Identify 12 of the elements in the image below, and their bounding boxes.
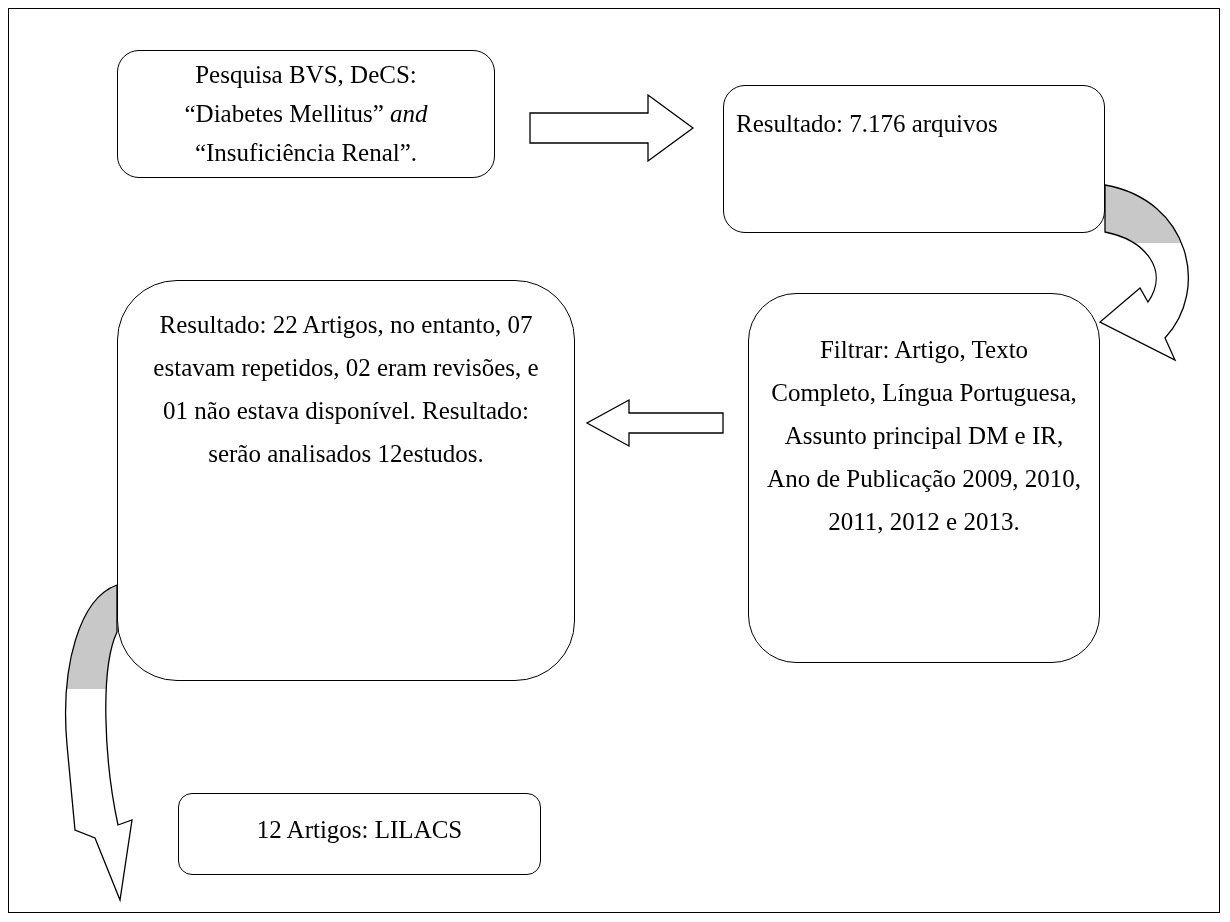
box-text: Resultado: 22 Artigos, no entanto, 07 estavam repetidos, 02 eram revisões, e 01 não estava disponível. Resultado: serão analisados 12estudos. [152, 310, 540, 469]
process-box [748, 293, 1100, 663]
process-box [723, 85, 1105, 233]
block-arrow [585, 398, 724, 448]
box-text: Filtrar: Artigo, Texto Completo, Língua Portuguesa, Assunto principal DM e IR, Ano de Publicação 2009, 2010, 2011, 2012 e 2013. [767, 335, 1081, 537]
box-text: Pesquisa BVS, DeCS: “Diabetes Mellitus” and “Insuficiência Renal”. [183, 60, 429, 168]
process-box [117, 280, 575, 681]
block-arrow [529, 93, 695, 163]
box-text: Resultado: 7.176 arquivos [736, 109, 999, 139]
box-text: 12 Artigos: LILACS [255, 815, 464, 845]
process-box [117, 50, 495, 178]
process-box [178, 793, 541, 875]
